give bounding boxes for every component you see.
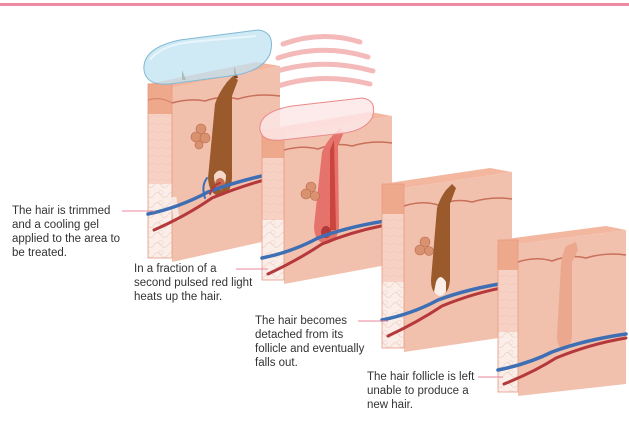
skin-block-4 <box>498 226 626 396</box>
skin-block-1 <box>144 30 280 262</box>
step-3-caption: The hair becomes detached from its folli… <box>255 314 373 370</box>
skin-block-3 <box>382 168 512 352</box>
step-4-caption: The hair follicle is left unable to prod… <box>367 370 485 412</box>
step-2-caption: In a fraction of a second pulsed red lig… <box>134 262 264 304</box>
skin-block-2 <box>260 98 392 284</box>
step-1-caption: The hair is trimmed and a cooling gel ap… <box>12 204 137 260</box>
light-waves-icon <box>274 36 373 86</box>
